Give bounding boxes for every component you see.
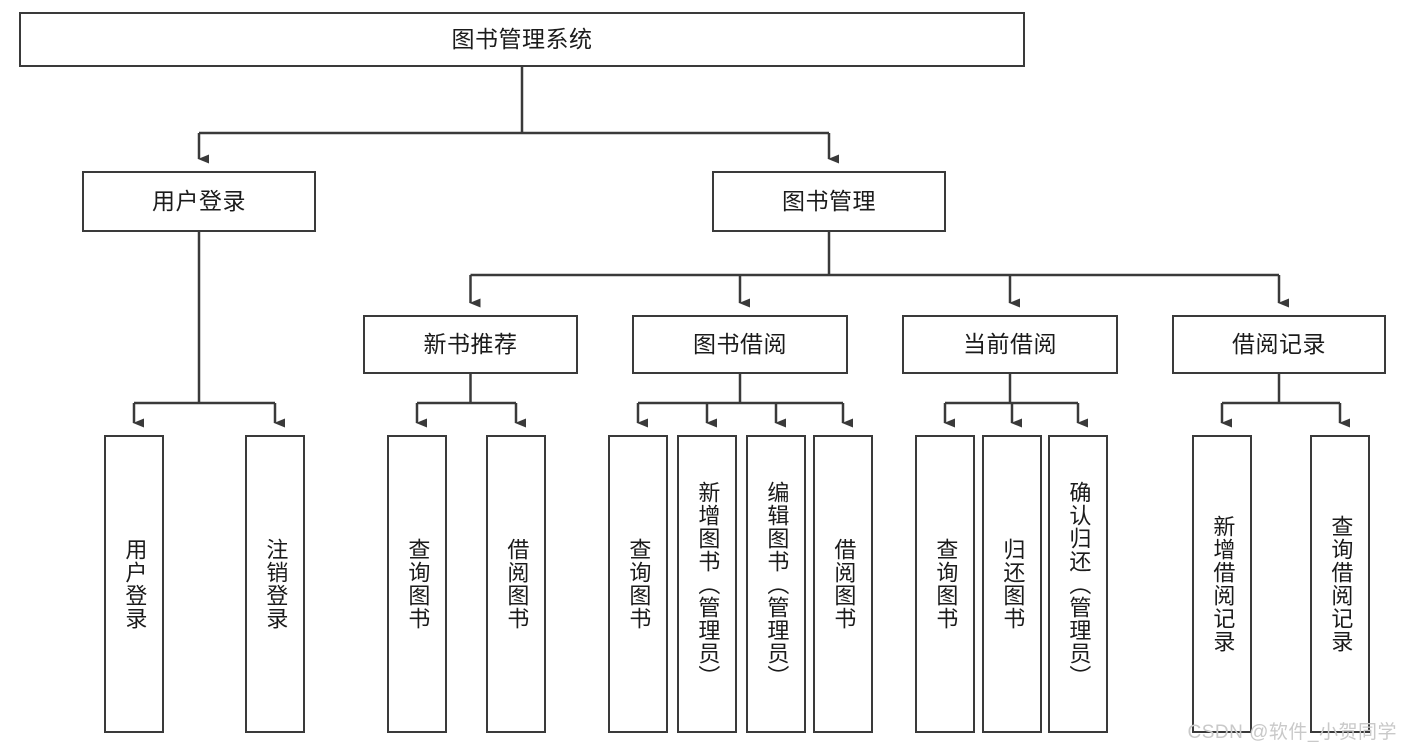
node-leaf-return-book[interactable]: 归还图书	[982, 435, 1042, 733]
node-current-borrow[interactable]: 当前借阅	[902, 315, 1118, 374]
node-label-user-login: 用户登录	[152, 188, 246, 215]
node-leaf-borrow-book[interactable]: 借阅图书	[813, 435, 873, 733]
node-label-root: 图书管理系统	[451, 26, 593, 53]
node-leaf-query-borrow-record[interactable]: 查询借阅记录	[1310, 435, 1370, 733]
node-label-leaf-borrow-book: 借阅图书	[831, 538, 857, 630]
node-leaf-borrow-book-recommend[interactable]: 借阅图书	[486, 435, 546, 733]
node-label-leaf-add-book-admin: 新增图书（管理员）	[695, 480, 721, 688]
node-label-leaf-query-book-current: 查询图书	[933, 538, 959, 630]
node-borrow-records[interactable]: 借阅记录	[1172, 315, 1386, 374]
node-leaf-query-book-recommend[interactable]: 查询图书	[387, 435, 447, 733]
node-new-book-recommend[interactable]: 新书推荐	[363, 315, 578, 374]
node-book-borrow[interactable]: 图书借阅	[632, 315, 848, 374]
node-label-borrow-records: 借阅记录	[1232, 331, 1326, 358]
node-leaf-query-book-borrow[interactable]: 查询图书	[608, 435, 668, 733]
node-label-book-borrow: 图书借阅	[693, 331, 787, 358]
node-label-leaf-return-book: 归还图书	[1000, 538, 1026, 630]
node-label-current-borrow: 当前借阅	[963, 331, 1057, 358]
node-label-leaf-query-book-borrow: 查询图书	[626, 538, 652, 630]
node-leaf-add-borrow-record[interactable]: 新增借阅记录	[1192, 435, 1252, 733]
node-label-new-book-recommend: 新书推荐	[423, 331, 518, 358]
node-leaf-user-login[interactable]: 用户登录	[104, 435, 164, 733]
node-label-leaf-query-borrow-record: 查询借阅记录	[1328, 515, 1354, 653]
node-label-leaf-edit-book-admin: 编辑图书（管理员）	[764, 480, 790, 688]
node-label-leaf-confirm-return-admin: 确认归还（管理员）	[1066, 480, 1092, 688]
node-leaf-edit-book-admin[interactable]: 编辑图书（管理员）	[746, 435, 806, 733]
node-leaf-query-book-current[interactable]: 查询图书	[915, 435, 975, 733]
node-label-leaf-add-borrow-record: 新增借阅记录	[1210, 515, 1236, 653]
node-root[interactable]: 图书管理系统	[19, 12, 1025, 67]
node-label-leaf-user-login: 用户登录	[122, 538, 148, 630]
node-user-login[interactable]: 用户登录	[82, 171, 316, 232]
node-label-leaf-borrow-book-recommend: 借阅图书	[504, 538, 530, 630]
node-leaf-confirm-return-admin[interactable]: 确认归还（管理员）	[1048, 435, 1108, 733]
node-label-leaf-query-book-recommend: 查询图书	[405, 538, 431, 630]
node-label-book-management: 图书管理	[782, 188, 876, 215]
node-leaf-add-book-admin[interactable]: 新增图书（管理员）	[677, 435, 737, 733]
node-book-management[interactable]: 图书管理	[712, 171, 946, 232]
node-label-leaf-logout: 注销登录	[263, 538, 289, 630]
node-leaf-logout[interactable]: 注销登录	[245, 435, 305, 733]
